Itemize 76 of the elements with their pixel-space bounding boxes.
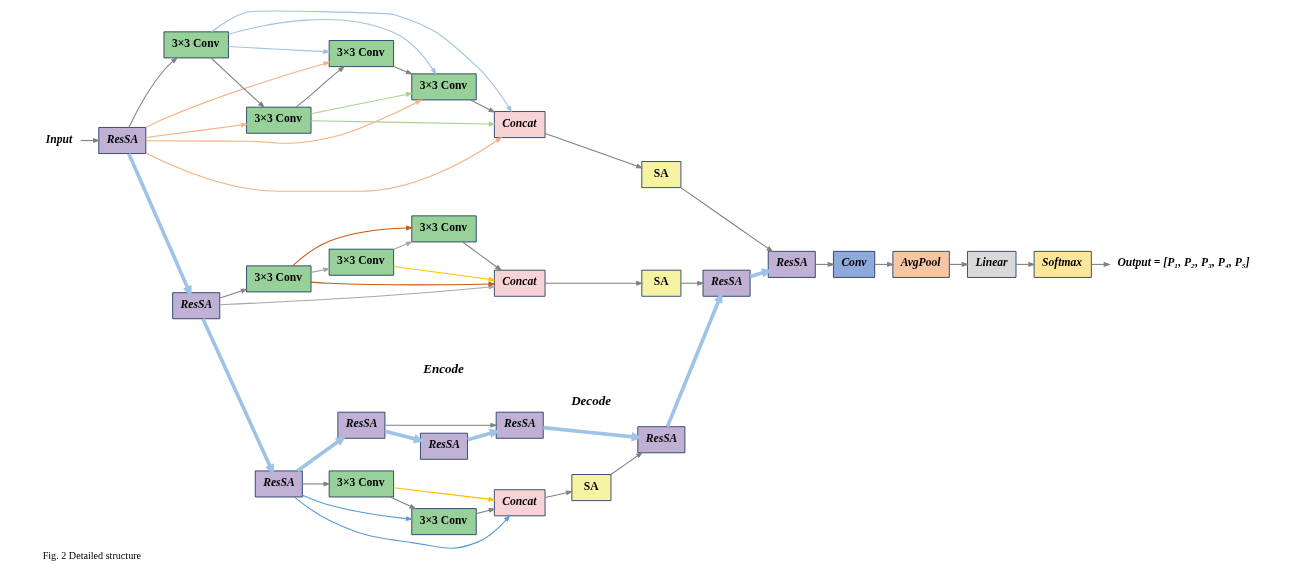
arrow bbox=[210, 57, 266, 109]
arrow bbox=[1090, 261, 1111, 267]
node-box: SA bbox=[641, 161, 682, 189]
arrow bbox=[310, 267, 331, 273]
arrow bbox=[145, 61, 331, 129]
node-box: 3×3 Conv bbox=[328, 248, 395, 276]
node-box: 3×3 Conv bbox=[328, 470, 395, 498]
node-box: Concat bbox=[493, 269, 546, 297]
node-box: Concat bbox=[493, 489, 546, 517]
node-box: AvgPool bbox=[892, 250, 950, 278]
node-box: Concat bbox=[493, 111, 546, 139]
node-box: SA bbox=[641, 269, 682, 297]
node-box: ResSA bbox=[172, 292, 221, 320]
node-box: 3×3 Conv bbox=[246, 106, 312, 134]
arrow bbox=[227, 46, 331, 55]
label: Decode bbox=[571, 392, 611, 408]
arrow bbox=[292, 225, 414, 267]
node-box: 3×3 Conv bbox=[328, 40, 395, 68]
arrow bbox=[544, 132, 644, 169]
arrow bbox=[128, 56, 179, 128]
arrow bbox=[227, 19, 437, 76]
arrow bbox=[145, 136, 503, 192]
arrow bbox=[211, 10, 513, 113]
node-box: Linear bbox=[967, 250, 1017, 278]
arrow bbox=[295, 65, 346, 108]
node-box: Conv bbox=[833, 250, 876, 278]
node-box: ResSA bbox=[767, 250, 816, 278]
arrow bbox=[302, 481, 331, 487]
node-text: Input bbox=[45, 132, 73, 146]
arrow bbox=[665, 292, 723, 428]
arrow bbox=[201, 318, 274, 475]
arrow bbox=[393, 66, 414, 75]
arrow bbox=[467, 428, 501, 442]
node-box: ResSA bbox=[337, 411, 386, 439]
node-box: ResSA bbox=[98, 127, 147, 154]
arrow bbox=[384, 429, 425, 444]
node-text: Output = [P₁, P₂, P₃, P₄, P₅] bbox=[1117, 256, 1250, 270]
caption: Fig. 2 Detailed structure bbox=[42, 550, 142, 562]
node-box: 3×3 Conv bbox=[411, 215, 477, 243]
arrow bbox=[219, 288, 249, 299]
node-box: SA bbox=[571, 474, 612, 502]
arrow bbox=[393, 241, 414, 250]
arrow bbox=[145, 99, 423, 144]
arrow bbox=[393, 487, 496, 502]
node-box: 3×3 Conv bbox=[246, 265, 312, 293]
arrow bbox=[948, 261, 969, 267]
arrow bbox=[749, 268, 773, 279]
arrow bbox=[310, 120, 496, 127]
arrow bbox=[145, 122, 249, 139]
arrow bbox=[680, 187, 774, 253]
arrow bbox=[384, 422, 498, 428]
arrow bbox=[310, 281, 496, 287]
node-box: ResSA bbox=[420, 432, 468, 460]
arrow bbox=[296, 435, 347, 473]
arrow bbox=[302, 494, 414, 522]
arrow bbox=[393, 265, 496, 282]
arrow bbox=[543, 425, 643, 442]
node-box: 3×3 Conv bbox=[411, 73, 477, 101]
arrow bbox=[544, 490, 574, 498]
node-box: ResSA bbox=[495, 411, 544, 439]
arrow bbox=[310, 92, 414, 115]
node-box: ResSA bbox=[702, 269, 751, 297]
arrow bbox=[389, 496, 417, 510]
label: Encode bbox=[423, 361, 464, 377]
arrow bbox=[610, 451, 644, 476]
node-box: Softmax bbox=[1033, 250, 1092, 278]
node-box: ResSA bbox=[254, 470, 303, 498]
arrow bbox=[475, 507, 496, 515]
node-box: ResSA bbox=[637, 426, 686, 454]
arrow bbox=[293, 496, 511, 549]
arrow bbox=[127, 153, 192, 297]
arrow bbox=[469, 99, 496, 113]
node-box: 3×3 Conv bbox=[411, 508, 477, 536]
arrow bbox=[544, 280, 644, 286]
arrow bbox=[462, 241, 503, 271]
node-box: 3×3 Conv bbox=[163, 31, 229, 59]
